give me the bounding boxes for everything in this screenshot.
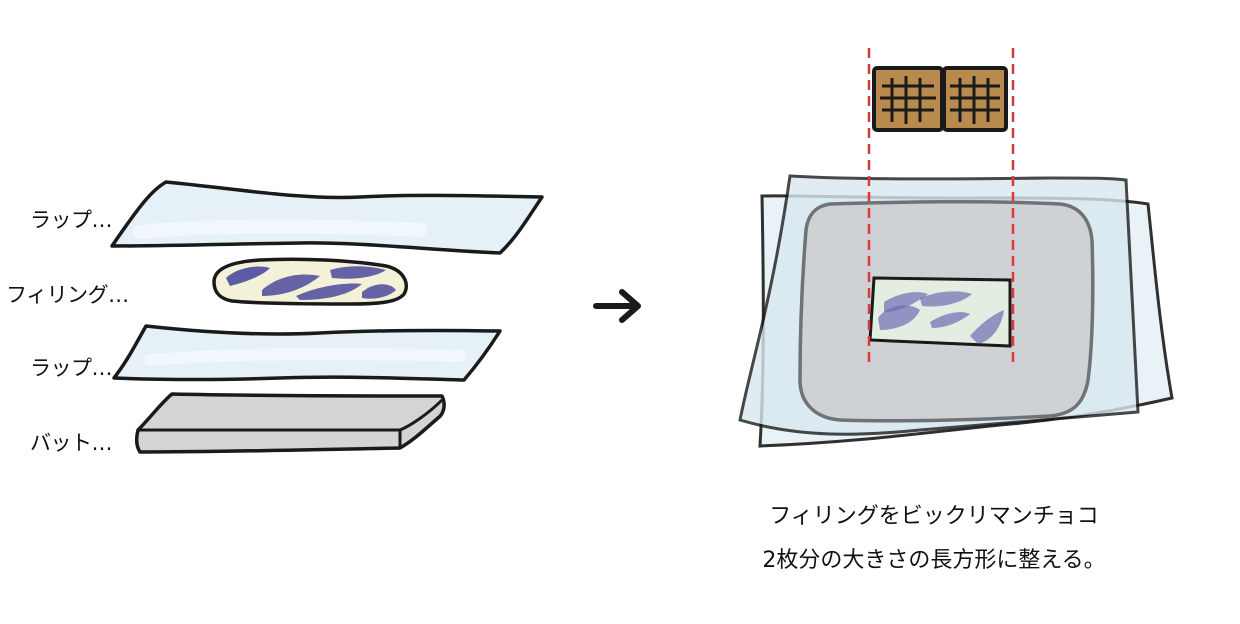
label-tray: バット… <box>30 431 113 455</box>
caption-line-1: フィリングをビックリマンチョコ <box>769 504 1099 529</box>
chocolate-bar-icon <box>872 66 1008 132</box>
filling-rectangle <box>868 276 1012 348</box>
label-bottom-wrap: ラップ… <box>30 356 113 380</box>
top-wrap-sheet <box>110 180 544 255</box>
arrow-right-icon <box>593 289 641 323</box>
label-top-wrap: ラップ… <box>30 208 113 232</box>
filling-piece <box>212 257 408 306</box>
label-filling: フィリング… <box>6 283 129 307</box>
caption-line-2: 2枚分の大きさの長方形に整える。 <box>762 548 1106 573</box>
tray <box>134 392 446 454</box>
